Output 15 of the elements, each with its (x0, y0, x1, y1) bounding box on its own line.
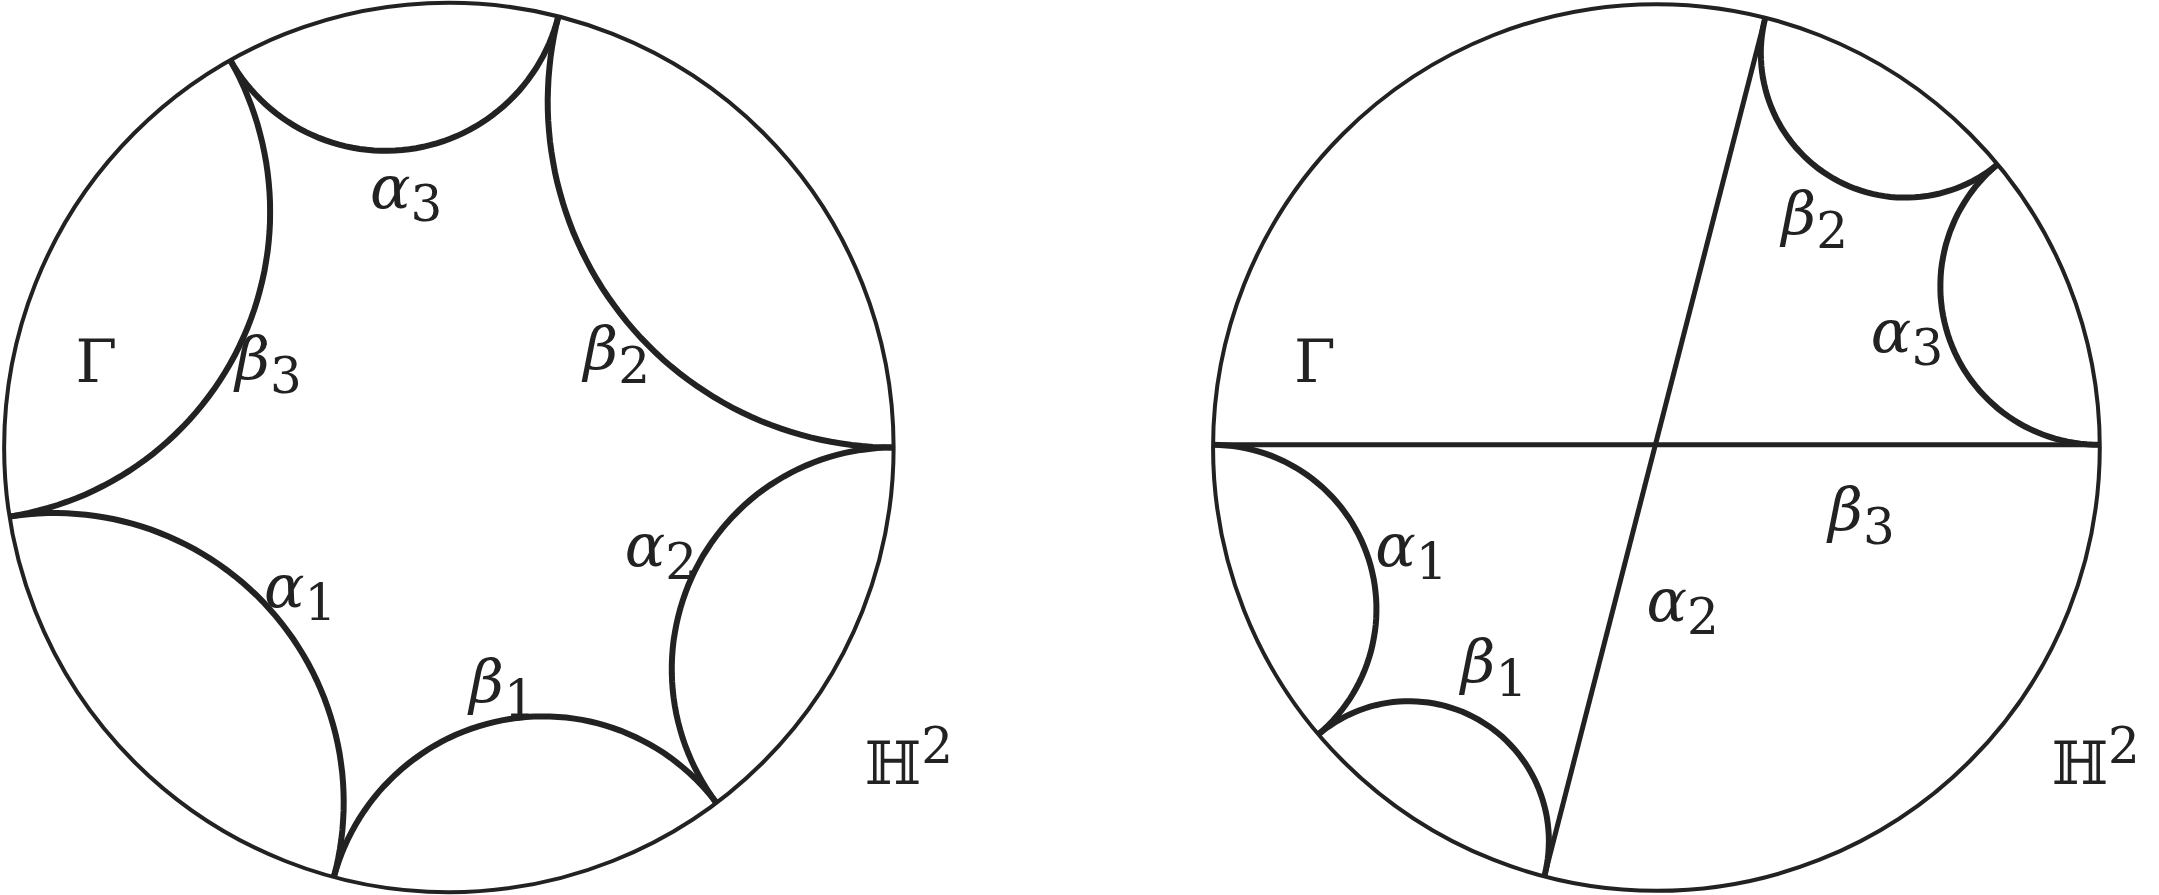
space-label: ℍ$^{2}$ (2051, 721, 2140, 794)
curve-label: β$_{3}$ (235, 328, 302, 401)
curve-label: α$_{3}$ (370, 156, 443, 229)
curve-label: β$_{1}$ (1460, 631, 1528, 704)
curve-label: β$_{2}$ (1781, 184, 1848, 257)
curve-label: α$_{1}$ (1375, 514, 1448, 587)
space-label: ℍ$^{2}$ (864, 721, 953, 794)
curve-label: α$_{2}$ (1646, 569, 1719, 642)
curve-label: α$_{2}$ (624, 514, 698, 587)
curve-label: α$_{3}$ (1870, 301, 1944, 374)
curve-label: α$_{1}$ (264, 556, 337, 629)
curve-label: β$_{2}$ (583, 319, 651, 392)
region-label: Γ (1294, 330, 1336, 391)
curve-label: β$_{3}$ (1828, 480, 1895, 553)
region-label: Γ (75, 330, 118, 391)
